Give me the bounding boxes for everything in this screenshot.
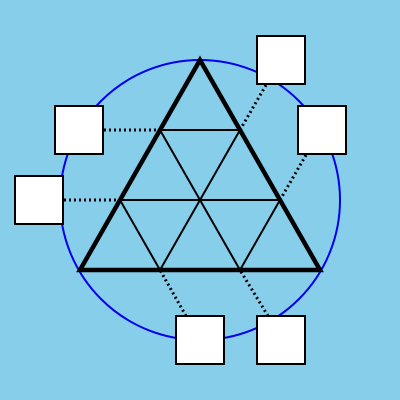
box-group — [14, 35, 347, 365]
box-left-upper — [54, 105, 104, 155]
box-left-lower — [14, 175, 64, 225]
connector-bottom-right — [238, 269, 270, 317]
grid-line-d4 — [239, 199, 281, 271]
box-bottom-left — [175, 315, 225, 365]
connector-group — [64, 84, 308, 317]
box-bottom-right — [256, 315, 306, 365]
triangle-grid — [119, 129, 281, 271]
grid-line-d2 — [119, 199, 161, 271]
box-top-right — [256, 35, 306, 85]
connector-top-right — [238, 84, 268, 131]
grid-line-d3 — [159, 129, 241, 271]
connector-right — [278, 154, 308, 201]
box-right — [297, 105, 347, 155]
connector-bottom-left — [158, 269, 188, 317]
outer-triangle — [76, 55, 324, 273]
